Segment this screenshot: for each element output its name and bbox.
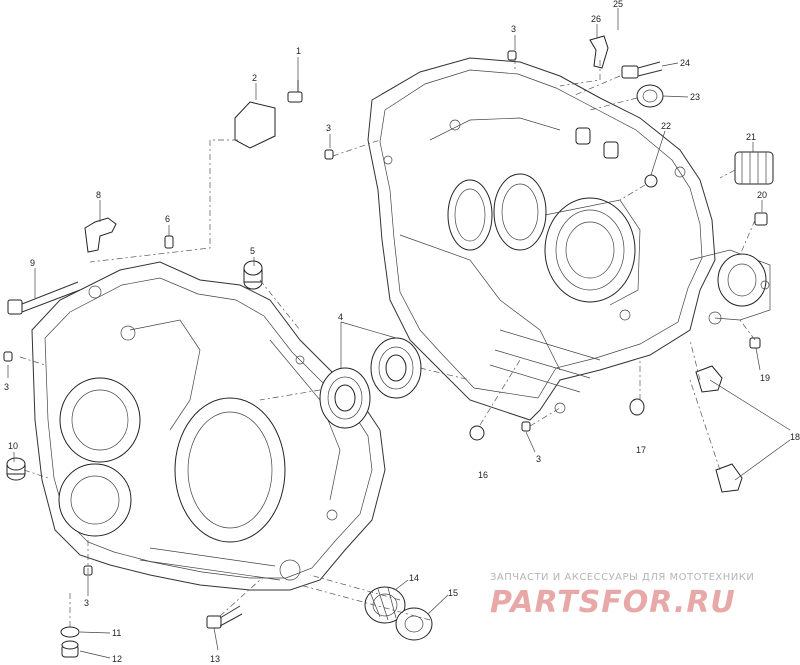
left-crankcase-half — [31, 261, 386, 591]
callout-23: 23 — [690, 92, 700, 102]
bolt — [287, 80, 303, 103]
dowel-pin — [521, 421, 531, 432]
callout-3: 3 — [326, 123, 331, 133]
hose-fitting — [695, 365, 743, 493]
callout-10: 10 — [8, 441, 18, 451]
callout-6: 6 — [165, 214, 170, 224]
callout-9: 9 — [30, 258, 35, 268]
dowel-pin — [507, 50, 517, 61]
lever — [589, 35, 609, 69]
callout-21: 21 — [746, 132, 756, 142]
callout-13: 13 — [210, 654, 220, 664]
callout-3: 3 — [4, 382, 9, 392]
bearing-pair — [319, 337, 422, 429]
callout-8: 8 — [96, 190, 101, 200]
watermark-tagline: ЗАПЧАСТИ И АКСЕССУАРЫ ДЛЯ МОТОТЕХНИКИ — [490, 572, 754, 583]
callout-1: 1 — [296, 46, 301, 56]
callout-25: 25 — [613, 0, 623, 9]
callout-17: 17 — [636, 445, 646, 455]
cap — [636, 84, 664, 108]
callout-16: 16 — [478, 470, 488, 480]
part-callouts: 1 2 3 3 3 3 3 4 5 6 8 9 10 11 12 13 14 1… — [4, 0, 800, 664]
ring — [644, 174, 658, 188]
callout-4: 4 — [338, 312, 343, 322]
nut — [754, 212, 768, 226]
plug — [469, 425, 485, 441]
callout-3: 3 — [511, 24, 516, 34]
drain-plug — [61, 640, 79, 658]
callout-2: 2 — [252, 73, 257, 83]
callout-3: 3 — [84, 598, 89, 608]
oil-seal — [395, 607, 433, 641]
long-bolt — [7, 281, 81, 315]
callout-15: 15 — [448, 588, 458, 598]
screw — [749, 337, 761, 349]
callout-12: 12 — [112, 654, 122, 664]
assembly-guide-lines — [19, 58, 756, 627]
dowel-pin — [324, 149, 334, 160]
breather-elbow — [84, 217, 117, 253]
callout-14: 14 — [409, 573, 419, 583]
right-crankcase-half — [367, 57, 771, 421]
washer — [60, 626, 80, 638]
callout-5: 5 — [250, 246, 255, 256]
leader-lines — [7, 8, 791, 659]
bushing — [6, 457, 26, 481]
callout-26: 26 — [591, 14, 601, 24]
fitting — [621, 61, 663, 79]
pin — [164, 235, 174, 249]
bushing — [243, 260, 263, 290]
callout-11: 11 — [112, 628, 121, 638]
callout-22: 22 — [661, 121, 671, 131]
callout-20: 20 — [757, 190, 767, 200]
callout-3: 3 — [536, 454, 541, 464]
o-ring — [629, 398, 645, 416]
bracket — [234, 101, 276, 149]
watermark-brand: PARTSFOR.RU — [490, 585, 736, 620]
watermark: ЗАПЧАСТИ И АКСЕССУАРЫ ДЛЯ МОТОТЕХНИКИ PA… — [490, 572, 754, 620]
needle-bearing — [364, 586, 406, 624]
bolt — [206, 605, 243, 629]
callout-24: 24 — [680, 58, 690, 68]
callout-19: 19 — [760, 373, 770, 383]
dowel-pin — [3, 351, 13, 362]
callout-18: 18 — [790, 432, 800, 442]
threaded-sleeve — [734, 151, 774, 185]
